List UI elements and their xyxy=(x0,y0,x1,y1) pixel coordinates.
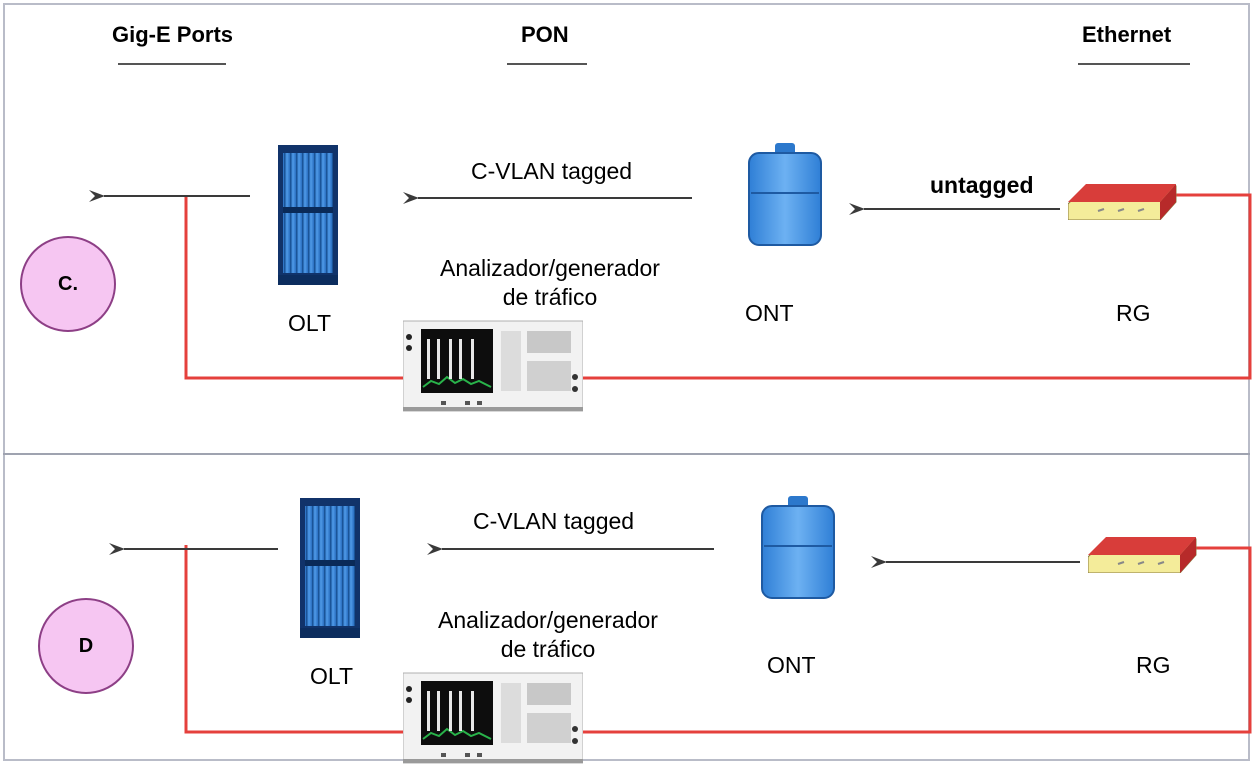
header-underline xyxy=(1078,63,1190,65)
rg-label: RG xyxy=(1136,652,1171,678)
panel-c xyxy=(89,143,1252,412)
test-link-ethernet xyxy=(580,546,1252,734)
traffic-analyzer xyxy=(403,672,583,764)
analyzer-label-line2: de tráfico xyxy=(500,636,596,662)
traffic-analyzer xyxy=(403,320,583,412)
panel-divider xyxy=(3,453,1250,455)
analyzer-label: Analizador/generador de tráfico xyxy=(408,254,692,312)
header-ethernet: Ethernet xyxy=(1082,22,1172,47)
olt-device xyxy=(300,498,360,638)
header-underline xyxy=(118,63,226,65)
olt-label: OLT xyxy=(310,663,354,689)
analyzer-label: Analizador/generador de tráfico xyxy=(406,606,690,664)
untagged-label: untagged xyxy=(930,172,1034,198)
header-underline xyxy=(507,63,587,65)
rg-device xyxy=(1068,183,1177,220)
header-gige-ports: Gig-E Ports xyxy=(112,22,234,47)
olt-device xyxy=(278,145,338,285)
diagram-frame xyxy=(3,3,1250,761)
scenario-badge-d: D xyxy=(38,598,134,694)
panel-d xyxy=(109,496,1252,764)
olt-label: OLT xyxy=(288,310,332,336)
ont-label: ONT xyxy=(745,300,794,326)
analyzer-label-line2: de tráfico xyxy=(502,284,598,310)
scenario-badge-c: C. xyxy=(20,236,116,332)
rg-label: RG xyxy=(1116,300,1151,326)
ont-device xyxy=(748,143,822,246)
analyzer-label-line1: Analizador/generador xyxy=(438,607,658,633)
header-pon: PON xyxy=(521,22,569,47)
test-link-gige xyxy=(184,545,412,734)
test-link-ethernet xyxy=(580,193,1252,380)
ont-label: ONT xyxy=(767,652,816,678)
rg-device xyxy=(1088,536,1197,573)
ont-device xyxy=(761,496,835,599)
test-link-gige xyxy=(184,197,412,380)
analyzer-label-line1: Analizador/generador xyxy=(440,255,660,281)
cvlan-tagged-label: C-VLAN tagged xyxy=(473,508,635,534)
cvlan-tagged-label: C-VLAN tagged xyxy=(471,158,633,184)
